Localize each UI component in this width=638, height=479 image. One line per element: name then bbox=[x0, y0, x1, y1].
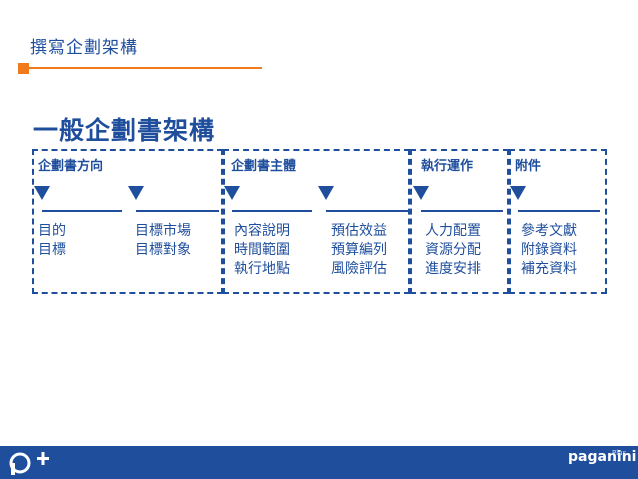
marker-triangle-icon bbox=[318, 186, 334, 200]
marker-underline bbox=[42, 210, 122, 212]
page-title: 撰寫企劃架構 bbox=[30, 38, 138, 58]
brand-tag: Plus bbox=[612, 449, 627, 457]
brand-wordmark: paganini bbox=[568, 449, 637, 465]
marker-triangle-icon bbox=[34, 186, 50, 200]
marker-triangle-icon bbox=[510, 186, 526, 200]
group-direction-label: 企劃書方向 bbox=[38, 159, 104, 174]
item-content-details: 內容說明 時間範圍 執行地點 bbox=[234, 223, 290, 277]
marker-underline bbox=[136, 210, 219, 212]
item-references: 參考文獻 附錄資料 補充資料 bbox=[521, 223, 577, 277]
marker-underline bbox=[326, 210, 409, 212]
group-direction-frame bbox=[32, 149, 223, 294]
marker-triangle-icon bbox=[224, 186, 240, 200]
brand-logo-icon bbox=[9, 452, 49, 475]
marker-underline bbox=[421, 210, 503, 212]
footer-bar bbox=[0, 446, 638, 479]
accent-square bbox=[18, 63, 29, 74]
group-body-label: 企劃書主體 bbox=[231, 159, 297, 174]
item-resources: 人力配置 資源分配 進度安排 bbox=[425, 223, 481, 277]
group-appendix-label: 附件 bbox=[515, 159, 542, 174]
accent-underline bbox=[29, 67, 262, 69]
group-execution-label: 執行運作 bbox=[421, 159, 474, 174]
item-purpose-goal: 目的 目標 bbox=[38, 223, 66, 258]
marker-underline bbox=[232, 210, 312, 212]
marker-underline bbox=[518, 210, 600, 212]
item-benefit-budget: 預估效益 預算編列 風險評估 bbox=[331, 223, 387, 277]
marker-triangle-icon bbox=[413, 186, 429, 200]
marker-triangle-icon bbox=[128, 186, 144, 200]
item-target-market: 目標市場 目標對象 bbox=[135, 223, 191, 258]
group-body-frame bbox=[223, 149, 410, 294]
group-appendix-frame bbox=[509, 149, 607, 294]
group-execution-frame bbox=[410, 149, 509, 294]
section-title: 一般企劃書架構 bbox=[33, 116, 216, 145]
